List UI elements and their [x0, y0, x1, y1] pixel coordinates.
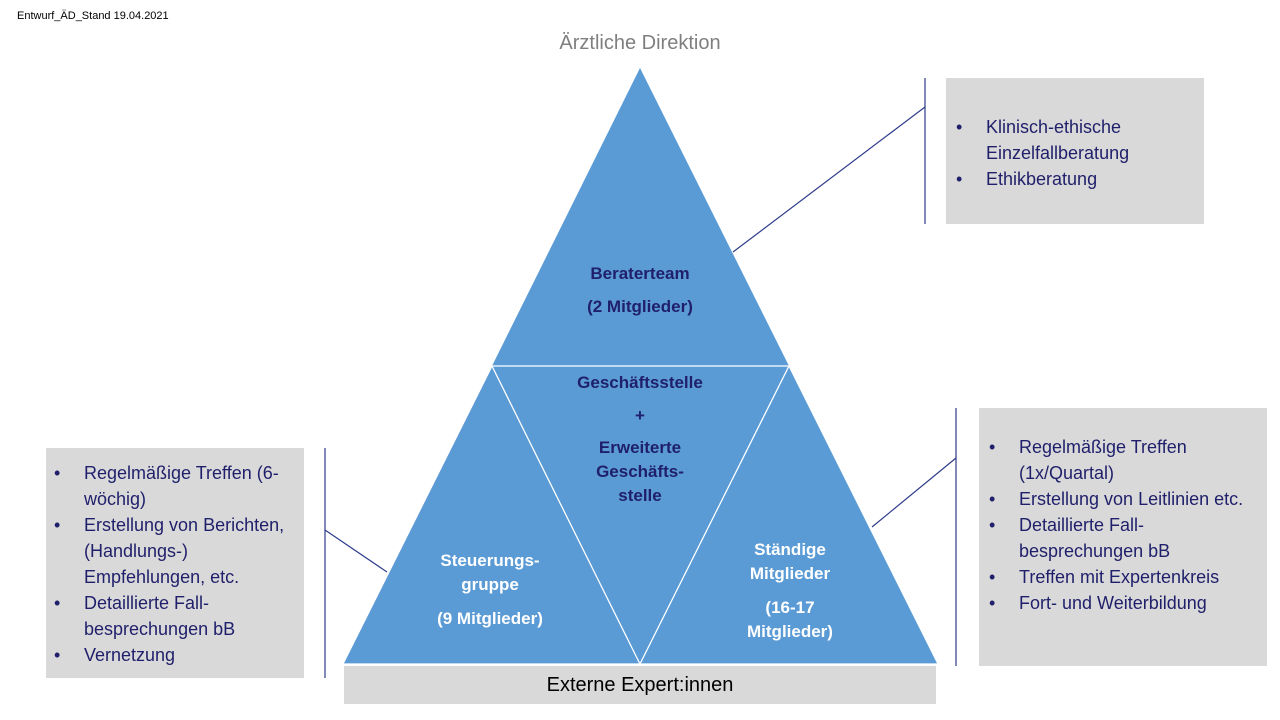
list-item: Regelmäßige Treffen (6-wöchig) [46, 460, 298, 512]
erweiterte-line1: Erweiterte [598, 438, 682, 457]
connector-top [732, 106, 926, 253]
staendige-tasks-list: Regelmäßige Treffen (1x/Quartal) Erstell… [981, 434, 1261, 616]
erweiterte-line3: stelle [618, 486, 662, 505]
list-item: Erstellung von Leitlinien etc. [981, 486, 1261, 512]
berater-title: Beraterteam [590, 264, 690, 283]
steuerungsgruppe-tasks-list: Regelmäßige Treffen (6-wöchig) Erstellun… [46, 460, 298, 668]
steuerungsgruppe-label: Steuerungs- gruppe (9 Mitglieder) [400, 549, 580, 631]
externe-experten-label: Externe Expert:innen [546, 673, 734, 696]
list-item: Klinisch-ethische Einzelfallberatung [948, 114, 1194, 166]
berater-members: (2 Mitglieder) [587, 297, 693, 316]
list-item: Vernetzung [46, 642, 298, 668]
steuerungsgruppe-members: (9 Mitglieder) [437, 609, 543, 628]
list-item: Fort- und Weiterbildung [981, 590, 1261, 616]
list-item: Detaillierte Fall-besprechungen bB [46, 590, 298, 642]
connector-right [871, 457, 957, 528]
list-item: Regelmäßige Treffen (1x/Quartal) [981, 434, 1261, 486]
triangle-top [492, 68, 789, 366]
staendige-line1: Ständige [754, 540, 826, 559]
connector-left [324, 529, 388, 573]
staendige-label: Ständige Mitglieder (16-17 Mitglieder) [700, 538, 880, 644]
erweiterte-line2: Geschäfts- [596, 462, 684, 481]
steuerungsgruppe-line2: gruppe [461, 575, 519, 594]
list-item: Erstellung von Berichten, (Handlungs-) E… [46, 512, 298, 590]
steuerungsgruppe-line1: Steuerungs- [440, 551, 540, 570]
list-item: Detaillierte Fall-besprechungen bB [981, 512, 1261, 564]
list-item: Treffen mit Expertenkreis [981, 564, 1261, 590]
staendige-members-line1: (16-17 [765, 598, 815, 617]
berater-tasks-box: Klinisch-ethische Einzelfallberatung Eth… [946, 78, 1204, 224]
list-item: Ethikberatung [948, 166, 1194, 192]
berater-tasks-list: Klinisch-ethische Einzelfallberatung Eth… [948, 114, 1194, 192]
staendige-tasks-box: Regelmäßige Treffen (1x/Quartal) Erstell… [979, 408, 1267, 666]
triangle-right [639, 364, 939, 665]
staendige-line2: Mitglieder [749, 564, 831, 583]
externe-experten-bar: Externe Expert:innen [344, 666, 936, 704]
geschaeftsstelle-label: Geschäftsstelle + Erweiterte Geschäfts- … [540, 371, 740, 508]
draft-stamp: Entwurf_ÄD_Stand 19.04.2021 [17, 10, 169, 22]
staendige-members-line2: Mitglieder) [747, 622, 833, 641]
berater-label: Beraterteam (2 Mitglieder) [540, 262, 740, 319]
plus-sign: + [635, 406, 645, 425]
steuerungsgruppe-tasks-box: Regelmäßige Treffen (6-wöchig) Erstellun… [46, 448, 304, 678]
geschaeftsstelle-title: Geschäftsstelle [577, 373, 703, 392]
diagram-title: Ärztliche Direktion [559, 32, 721, 54]
